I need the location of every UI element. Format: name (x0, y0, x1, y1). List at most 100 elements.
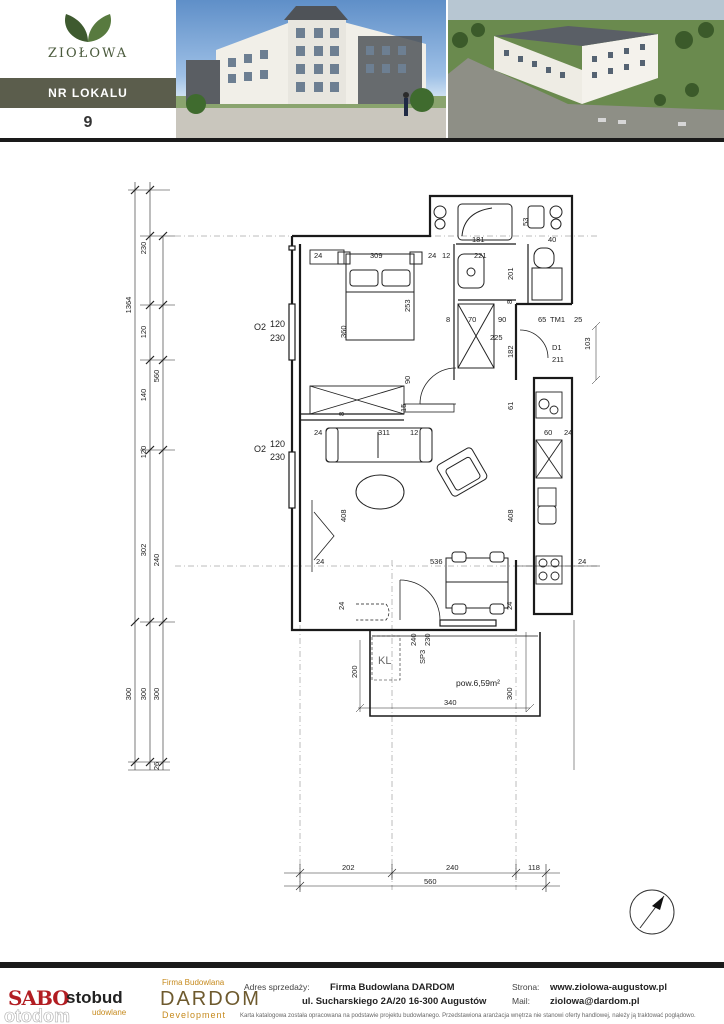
dim-d221: 221 (474, 251, 487, 260)
dim-d253: 253 (403, 299, 412, 312)
brand-name: ZIOŁOWA (47, 46, 129, 61)
dim-d65: 65 (538, 315, 546, 324)
dim-l120a: 120 (139, 326, 148, 339)
dim-l300b: 300 (139, 688, 148, 701)
dim-d309: 309 (370, 251, 383, 260)
header-divider (0, 138, 724, 142)
compass-icon (629, 889, 675, 935)
bed-icon (337, 251, 423, 341)
web-label: Strona: (512, 982, 540, 992)
company-address: ul. Sucharskiego 2A/20 16-300 Augustów (302, 996, 487, 1007)
window-1-type: O2 (254, 322, 266, 332)
armchair-icon (436, 447, 488, 497)
bathroom-fixtures (433, 203, 563, 369)
dim-l120b: 120 (139, 446, 148, 459)
dim-d90a: 90 (498, 315, 506, 324)
dardom-logo-sub: Development (162, 1010, 227, 1020)
dim-d15: 15 (399, 404, 408, 412)
dining-table-icon (445, 551, 509, 615)
footer: SABO stobud udowlane Firma Budowlana DAR… (0, 962, 724, 1024)
mail-label: Mail: (512, 996, 530, 1006)
dim-d12b: 12 (410, 428, 418, 437)
coffee-table-icon (355, 474, 405, 510)
dim-d90b: 90 (403, 376, 412, 384)
dim-l1364: 1364 (124, 297, 133, 314)
dim-d24g: 24 (337, 602, 346, 610)
balcony-door-dim2: 230 (423, 633, 432, 646)
dim-d40: 40 (548, 235, 556, 244)
dim-l26: 26 (152, 762, 161, 770)
header: ZIOŁOWA NR LOKALU 9 (0, 0, 724, 142)
window-2-type: O2 (254, 444, 266, 454)
window-1-width: 120 (270, 319, 285, 329)
dim-d60: 60 (544, 428, 552, 437)
dim-d24e: 24 (316, 557, 324, 566)
otodom-watermark: otodom (4, 1006, 71, 1024)
floor-plan: 230 1364 120 560 140 120 302 240 300 300… (0, 142, 724, 960)
mail-link[interactable]: ziolowa@dardom.pl (550, 996, 640, 1007)
stobud-logo-sub: udowlane (92, 1008, 127, 1017)
building-photo-aerial (448, 0, 724, 138)
dardom-logo: DARDOM (160, 988, 261, 1010)
stobud-logo: stobud (66, 988, 123, 1007)
dim-d8a: 8 (446, 315, 450, 324)
dim-d24d: 24 (314, 428, 322, 437)
dim-b118: 118 (528, 863, 540, 872)
dim-d181: 181 (472, 235, 485, 244)
dim-d408a: 408 (339, 509, 348, 522)
balcony-door-dim1: 240 (409, 633, 418, 646)
dim-l300a: 300 (124, 688, 133, 701)
disclaimer: Karta katalogowa została opracowana na p… (240, 1013, 696, 1019)
dim-d24b: 24 (428, 251, 436, 260)
entry-door-width: 103 (583, 337, 592, 350)
dim-d300b: 300 (505, 687, 514, 700)
company-name: Firma Budowlana DARDOM (330, 982, 455, 993)
balcony-door-type: SP3 (418, 650, 427, 664)
window-2-width: 120 (270, 439, 285, 449)
floor-plan-drawing: 230 1364 120 560 140 120 302 240 300 300… (124, 182, 675, 935)
kitchen-counter (535, 391, 563, 585)
dim-l240: 240 (152, 554, 161, 567)
sabo-logo: SABO (8, 986, 70, 1010)
dim-b202: 202 (342, 863, 355, 872)
dim-d408b: 408 (506, 509, 515, 522)
building-photo-front (176, 0, 446, 138)
dim-d53: 53 (521, 218, 530, 226)
dim-d25: 25 (574, 315, 582, 324)
dim-b240: 240 (446, 863, 459, 872)
entry-door-height: 211 (552, 355, 564, 364)
leaf-logo-icon (64, 14, 112, 42)
entry-door-type: D1 (552, 343, 562, 352)
dim-d536: 536 (430, 557, 443, 566)
dim-l302: 302 (139, 544, 148, 557)
dardom-logo-caption: Firma Budowlana (162, 978, 225, 987)
dim-d8b: 8 (505, 300, 514, 304)
unit-number: 9 (0, 108, 176, 138)
dim-d225: 225 (490, 333, 503, 342)
unit-label: NR LOKALU (0, 78, 176, 108)
sales-address-label: Adres sprzedaży: (244, 982, 310, 992)
dim-d340: 340 (444, 698, 457, 707)
dim-d24h: 24 (505, 602, 514, 610)
dim-b560: 560 (424, 877, 437, 886)
dim-d61: 61 (506, 402, 515, 410)
dim-d24a: 24 (314, 251, 322, 260)
balcony-kl-label: KL (378, 655, 391, 667)
dim-d12: 12 (442, 251, 450, 260)
dim-l300c: 300 (152, 688, 161, 701)
dim-d360: 360 (339, 325, 348, 338)
dim-d201: 201 (506, 267, 515, 280)
web-link[interactable]: www.ziolowa-augustow.pl (550, 982, 667, 993)
dim-d24c: 24 (564, 428, 572, 437)
dim-d8c: 8 (337, 412, 346, 416)
window-2-height: 230 (270, 452, 285, 462)
dim-d182: 182 (506, 345, 515, 358)
balcony-area: pow.6,59m² (456, 678, 500, 688)
brand-block: ZIOŁOWA (0, 0, 176, 78)
label-tm1: TM1 (550, 315, 565, 324)
dim-l560: 560 (152, 370, 161, 383)
dim-l230: 230 (139, 242, 148, 255)
window-1-height: 230 (270, 333, 285, 343)
dim-d70: 70 (468, 315, 476, 324)
dim-d311: 311 (378, 428, 390, 437)
